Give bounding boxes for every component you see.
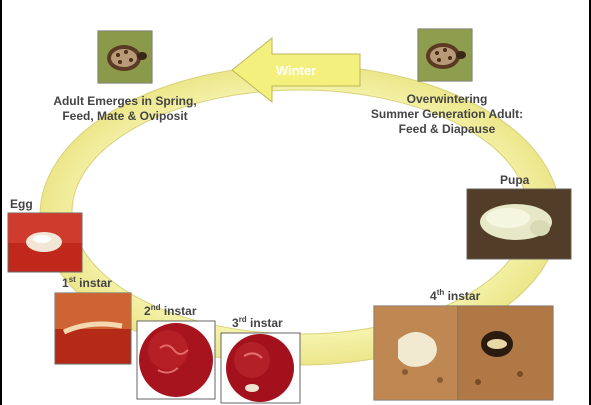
instar3-word: instar (250, 316, 283, 330)
instar3-num: 3 (232, 316, 239, 330)
instar1-label: 1st instar (62, 276, 112, 291)
adult-spring-photo (98, 31, 152, 83)
instar4-label: 4th instar (430, 289, 480, 304)
instar2-sup: nd (151, 303, 161, 312)
egg-label: Egg (10, 197, 33, 212)
instar1-photo (55, 293, 131, 364)
instar3-label: 3rd instar (232, 316, 283, 331)
instar2-label: 2nd instar (144, 304, 197, 319)
overwinter-line1: Overwintering (352, 92, 542, 107)
instar2-word: instar (164, 304, 197, 318)
egg-photo (8, 213, 82, 272)
adult-overwinter-photo (418, 29, 472, 81)
instar3-photo (221, 333, 300, 403)
instar4-photo-a (374, 306, 458, 400)
adult-spring-label: Adult Emerges in Spring, Feed, Mate & Ov… (30, 94, 220, 124)
adult-spring-line2: Feed, Mate & Oviposit (30, 109, 220, 124)
overwinter-line2: Summer Generation Adult: (352, 107, 542, 122)
instar1-word: instar (79, 276, 112, 290)
overwinter-label: Overwintering Summer Generation Adult: F… (352, 92, 542, 137)
instar4-word: instar (448, 289, 481, 303)
overwinter-line3: Feed & Diapause (352, 122, 542, 137)
instar1-num: 1 (62, 276, 69, 290)
instar2-num: 2 (144, 304, 151, 318)
instar4-num: 4 (430, 289, 437, 303)
pupa-label: Pupa (500, 173, 529, 188)
instar2-photo (137, 321, 215, 399)
instar3-sup: rd (239, 315, 247, 324)
instar4-photo-b (458, 306, 553, 400)
winter-label: Winter (276, 63, 316, 78)
pupa-photo (467, 189, 571, 259)
instar1-sup: st (69, 275, 76, 284)
instar4-sup: th (437, 288, 445, 297)
adult-spring-line1: Adult Emerges in Spring, (30, 94, 220, 109)
